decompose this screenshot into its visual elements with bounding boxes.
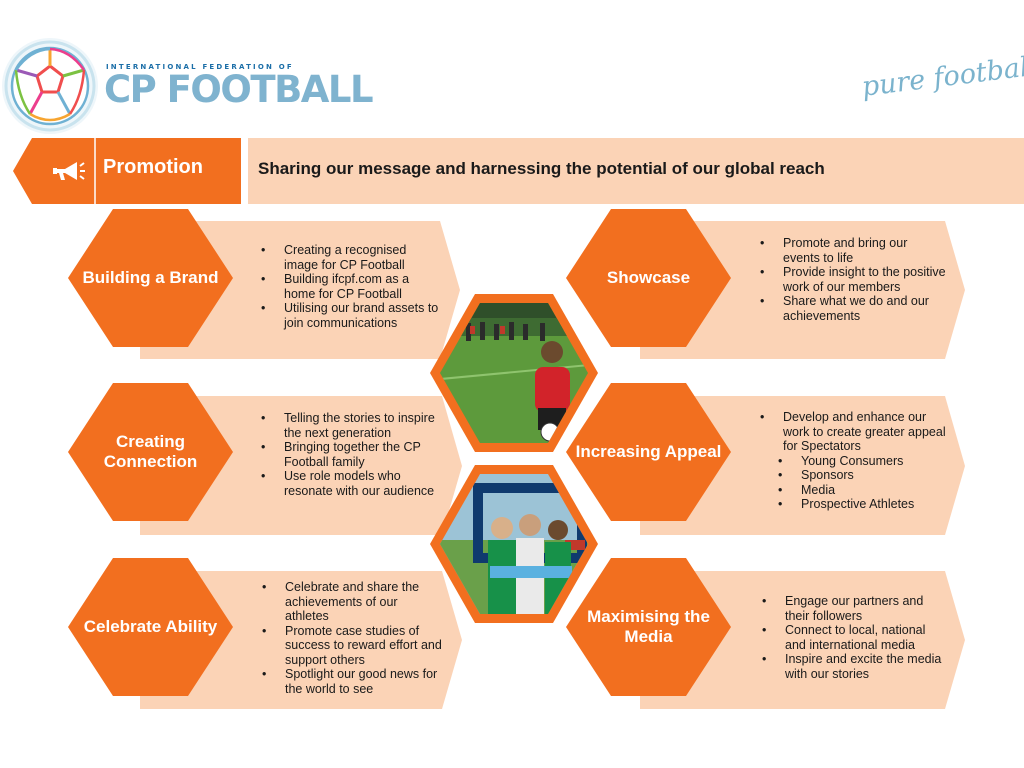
logo-title: CP FOOTBALL (104, 68, 374, 111)
header-banner (13, 138, 241, 204)
hex-creating-connection (68, 383, 233, 521)
list-item: Develop and enhance our work to create g… (757, 410, 947, 454)
bullets-maximising-media: Engage our partners and their followers … (759, 594, 944, 681)
list-item: Share what we do and our achievements (757, 294, 947, 323)
list-item: Media (757, 483, 947, 498)
list-item: Utilising our brand assets to join commu… (258, 301, 443, 330)
bullets-increasing-appeal: Develop and enhance our work to create g… (757, 410, 947, 512)
list-item: Celebrate and share the achievements of … (259, 580, 444, 624)
list-item: Inspire and excite the media with our st… (759, 652, 944, 681)
list-item: Engage our partners and their followers (759, 594, 944, 623)
list-item: Bringing together the CP Football family (258, 440, 448, 469)
hex-label-creating-connection: Creating Connection (103, 432, 198, 471)
list-item: Building ifcpf.com as a home for CP Foot… (258, 272, 443, 301)
header-subtitle-band (248, 138, 1024, 204)
logo-small-text: INTERNATIONAL FEDERATION OF (106, 63, 294, 71)
hex-label-showcase: Showcase (606, 268, 691, 287)
hex-label-maximising-media: Maximising the Media (587, 607, 710, 646)
hex-showcase (566, 209, 731, 347)
page-title: Promotion (103, 156, 203, 178)
list-item: Promote and bring our events to life (757, 236, 947, 265)
list-item: Use role models who resonate with our au… (258, 469, 448, 498)
hex-label-celebrate-ability: Celebrate Ability (83, 617, 218, 636)
list-item: Young Consumers (757, 454, 947, 469)
football-logo-icon (2, 38, 98, 134)
hex-maximising-media (566, 558, 731, 696)
hex-label-building-brand: Building a Brand (82, 268, 219, 287)
list-item: Promote case studies of success to rewar… (259, 624, 444, 668)
list-item: Telling the stories to inspire the next … (258, 411, 448, 440)
list-item: Connect to local, national and internati… (759, 623, 944, 652)
bullets-building-brand: Creating a recognised image for CP Footb… (258, 243, 443, 330)
hex-building-brand (68, 209, 233, 347)
list-item: Provide insight to the positive work of … (757, 265, 947, 294)
bullets-celebrate-ability: Celebrate and share the achievements of … (259, 580, 444, 696)
list-item: Sponsors (757, 468, 947, 483)
hex-increasing-appeal (566, 383, 731, 521)
list-item: Creating a recognised image for CP Footb… (258, 243, 443, 272)
list-item: Prospective Athletes (757, 497, 947, 512)
megaphone-icon (53, 162, 85, 180)
hex-label-increasing-appeal: Increasing Appeal (575, 442, 722, 461)
bullets-creating-connection: Telling the stories to inspire the next … (258, 411, 448, 498)
page-subtitle: Sharing our message and harnessing the p… (258, 159, 825, 178)
list-item: Spotlight our good news for the world to… (259, 667, 444, 696)
bullets-showcase: Promote and bring our events to life Pro… (757, 236, 947, 323)
hex-celebrate-ability (68, 558, 233, 696)
